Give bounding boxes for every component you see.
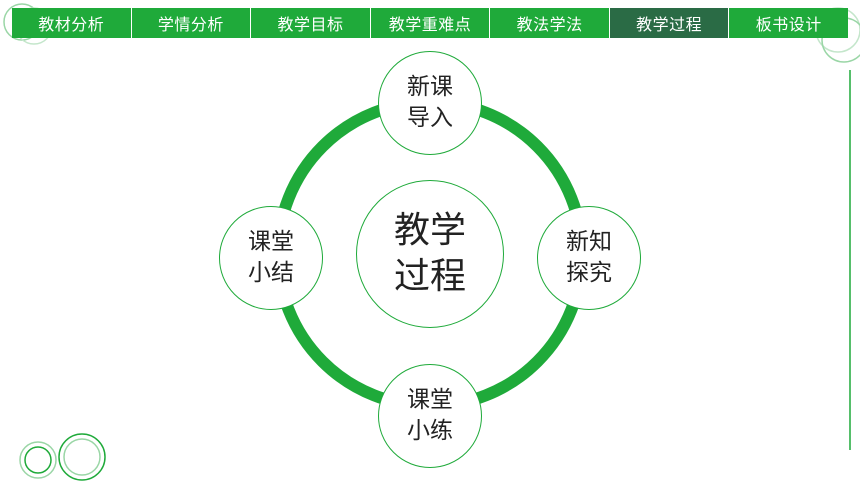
node-label-line2: 小结 [248,260,294,286]
center-node-line1: 教学 [393,210,466,251]
nav-tab-student-analysis[interactable]: 学情分析 [132,8,252,38]
node-new-lesson-intro[interactable]: 新课 导入 [378,51,482,155]
nav-tab-textbook-analysis[interactable]: 教材分析 [12,8,132,38]
decorative-right-line [849,70,851,450]
center-node-teaching-process: 教学 过程 [356,180,504,328]
node-label-line2: 导入 [407,105,453,131]
node-label-line1: 新知 [566,229,612,255]
nav-tab-key-difficult-points[interactable]: 教学重难点 [371,8,491,38]
top-nav: 教材分析 学情分析 教学目标 教学重难点 教法学法 教学过程 板书设计 [12,8,848,38]
node-label-line2: 探究 [566,260,612,286]
center-node-line2: 过程 [393,256,466,297]
nav-tab-teaching-methods[interactable]: 教法学法 [490,8,610,38]
node-label-line2: 小练 [407,418,453,444]
node-classroom-practice[interactable]: 课堂 小练 [378,364,482,468]
node-classroom-summary[interactable]: 课堂 小结 [219,206,323,310]
nav-tab-board-design[interactable]: 板书设计 [755,15,822,34]
node-label-line1: 新课 [407,74,453,100]
decorative-circles-bottom-left [19,433,106,481]
nav-tab-teaching-objectives[interactable]: 教学目标 [251,8,371,38]
node-label-line1: 课堂 [407,387,453,413]
node-label-line1: 课堂 [248,229,294,255]
nav-tab-teaching-process[interactable]: 教学过程 [609,8,730,38]
node-new-knowledge-explore[interactable]: 新知 探究 [537,206,641,310]
